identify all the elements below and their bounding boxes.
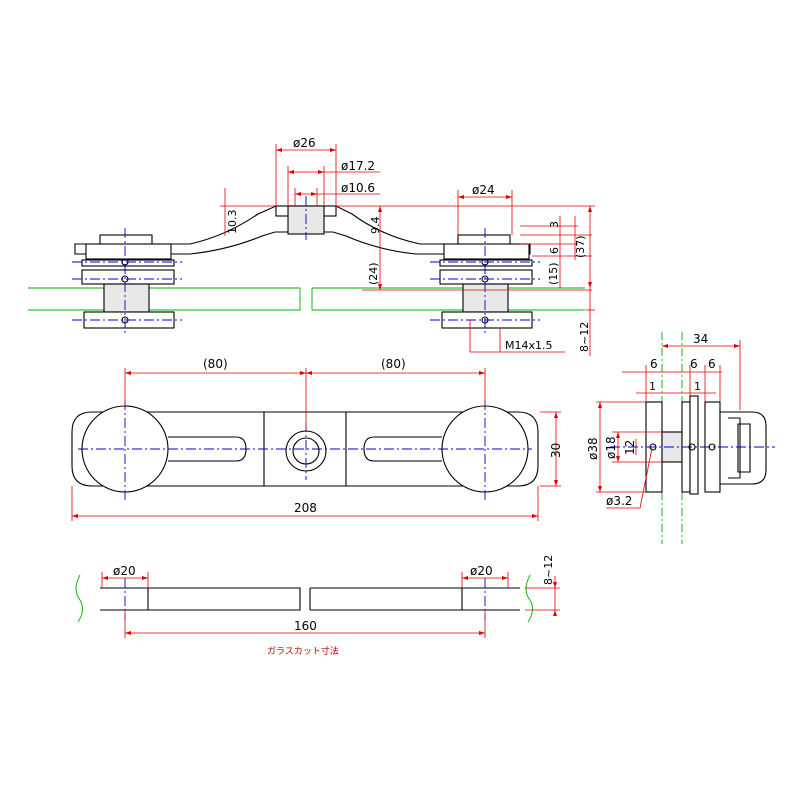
dim-12: 12 xyxy=(623,440,637,455)
dim-glass-cut-thickness: 8~12 xyxy=(542,555,555,585)
side-view: 34 6 6 6 1 1 ø38 ø18 12 ø3.2 xyxy=(586,332,775,544)
front-center-lines xyxy=(72,196,540,336)
plan-slot-right xyxy=(363,436,442,462)
dim-10-3: 10.3 xyxy=(226,210,239,235)
dim-hole-pitch: 160 xyxy=(294,619,317,633)
dim-glass-thickness: 8~12 xyxy=(578,322,591,352)
dim-hole-dia-left: ø20 xyxy=(113,564,136,578)
dim-overall-length: 208 xyxy=(294,501,317,515)
front-dimension-lines xyxy=(220,144,595,356)
front-glass-panels xyxy=(28,287,585,311)
glass-cut-view: ø20 ø20 160 8~12 ガラスカット寸法 xyxy=(75,555,560,657)
dim-15-ref: (15) xyxy=(547,262,560,285)
dim-thread-m14: M14x1.5 xyxy=(505,339,553,352)
dim-hole-dia-right: ø20 xyxy=(470,564,493,578)
dim-dia-3-2: ø3.2 xyxy=(606,494,632,508)
dim-dia-18: ø18 xyxy=(604,436,618,459)
side-fitting-body xyxy=(645,395,767,495)
front-view: ø26 ø17.2 ø10.6 ø24 10.3 9.4 (24) 3 6 (1… xyxy=(28,136,595,356)
dim-dia-17-2: ø17.2 xyxy=(341,159,375,173)
dim-6-a: 6 xyxy=(650,357,658,371)
front-right-fitting xyxy=(439,234,533,329)
plan-dimension-lines xyxy=(71,368,561,521)
glass-cut-dimension-lines xyxy=(101,572,560,638)
dim-dia-24: ø24 xyxy=(472,183,495,197)
dim-24-ref: (24) xyxy=(367,262,380,285)
dim-1-a: 1 xyxy=(649,380,656,393)
dim-dia-38: ø38 xyxy=(586,437,600,460)
dim-34: 34 xyxy=(693,332,708,346)
dim-9-4: 9.4 xyxy=(369,217,382,235)
dim-spacing-right: (80) xyxy=(381,357,406,371)
dim-width: 30 xyxy=(549,443,563,458)
side-dimension-lines xyxy=(596,340,741,509)
dim-1-b: 1 xyxy=(694,380,701,393)
dim-6-b: 6 xyxy=(690,357,698,371)
front-left-fitting xyxy=(81,234,175,329)
front-dimension-text: ø26 ø17.2 ø10.6 ø24 10.3 9.4 (24) 3 6 (1… xyxy=(226,136,591,352)
dim-dia-10-6: ø10.6 xyxy=(341,181,375,195)
front-bolt-markers xyxy=(121,258,489,324)
glass-cut-panels xyxy=(75,574,533,623)
dim-37-ref: (37) xyxy=(574,235,587,258)
plan-view: (80) (80) 208 30 xyxy=(71,357,563,521)
dim-spacing-left: (80) xyxy=(203,357,228,371)
dim-3: 3 xyxy=(548,221,561,228)
glass-cut-caption: ガラスカット寸法 xyxy=(267,645,339,657)
dim-dia-26: ø26 xyxy=(293,136,316,150)
front-arrowheads xyxy=(276,148,592,290)
dim-6-c: 6 xyxy=(708,357,716,371)
plan-arm-outline xyxy=(71,411,539,487)
dim-6: 6 xyxy=(548,247,561,254)
